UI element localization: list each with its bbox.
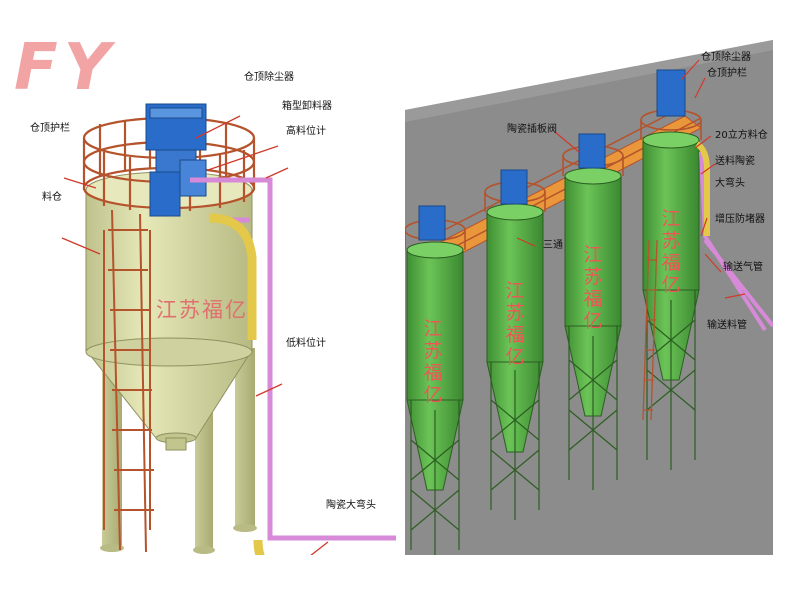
single-silo-drawing [61,103,396,555]
silo-array-drawing [405,40,773,555]
pointer-arrows [516,59,746,299]
label-booster: 增压防堵器 [715,214,765,225]
silo-3 [564,167,622,490]
label-guardrail: 仓顶护栏 [30,123,70,134]
watermark: 江苏福亿 [583,244,603,332]
label-air-pipe: 输送气管 [723,262,763,273]
dust-collectors [418,69,686,241]
label-silo-20: 20立方料仓 [715,130,768,141]
label-low-level: 低料位计 [286,338,326,349]
single-silo-diagram: 江苏福亿 仓顶除尘器 箱型卸料器 仓顶护栏 高料位计 料仓 低料位计 陶瓷大弯头 [0,40,398,555]
watermark: 江苏福亿 [505,280,525,368]
label-silo: 料仓 [42,192,62,203]
label-unloader: 箱型卸料器 [282,101,332,112]
label-tee: 三通 [543,240,563,251]
label-elbow: 陶瓷大弯头 [326,500,376,511]
pointer-arrows [61,115,329,555]
label-dust-collector: 仓顶除尘器 [701,52,751,63]
label-material-pipe: 输送料管 [707,320,747,331]
access-ladder [642,239,658,421]
silo-array-diagram: 江苏福亿 江苏福亿 江苏福亿 江苏福亿 仓顶除尘器 仓顶护栏 陶瓷插板阀 20立… [405,40,773,555]
label-high-level: 高料位计 [286,126,326,137]
brand-logo: FY [14,31,117,105]
silo-leg [235,348,255,528]
watermark: 江苏福亿 [423,318,443,406]
label-feed-ceramic: 送料陶瓷 [715,156,755,167]
label-gate-valve: 陶瓷插板阀 [507,124,557,135]
silo-1 [406,241,464,555]
watermark: 江苏福亿 [661,208,681,296]
label-dust-collector: 仓顶除尘器 [244,72,294,83]
label-big-elbow: 大弯头 [715,178,745,189]
access-ladder [103,209,154,553]
bottom-elbow [253,539,265,555]
dust-collector [145,103,207,217]
silo-2 [486,203,544,520]
label-guardrail: 仓顶护栏 [707,68,747,79]
watermark: 江苏福亿 [156,298,248,322]
silo-4 [642,131,700,470]
top-elbow [209,213,257,340]
